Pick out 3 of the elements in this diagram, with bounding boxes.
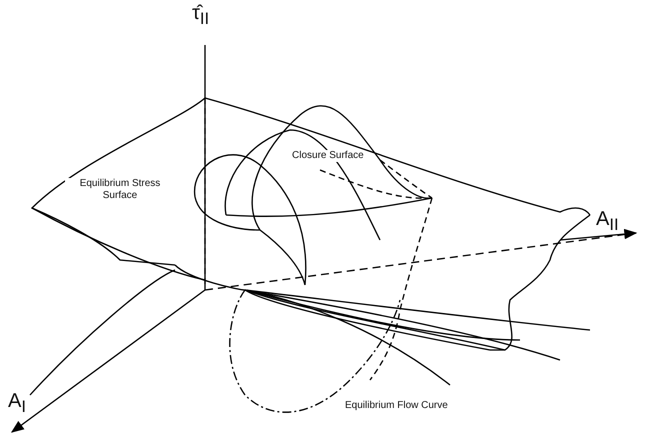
curve-label: Equilibrium Flow Curve: [345, 400, 448, 412]
surface-label: Closure Surface: [292, 150, 364, 162]
axis-label: A$_{II}$: [596, 208, 619, 234]
